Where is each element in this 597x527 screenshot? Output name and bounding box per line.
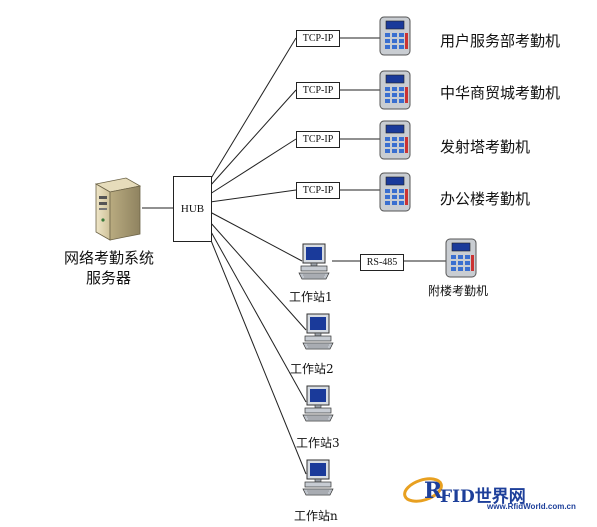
attendance-terminal-icon [445, 238, 477, 278]
tcp-label: TCP-IP [302, 185, 334, 196]
attendance-terminal-icon [379, 16, 411, 56]
tcp-box-1: TCP-IP [296, 30, 340, 47]
hub-wsn-link [209, 237, 307, 475]
watermark-brand-r: R [424, 478, 443, 504]
workstation-icon [302, 459, 334, 496]
workstation-icon [298, 243, 330, 280]
hub-box: HUB [173, 176, 212, 242]
workstation-label-n: 工作站n [294, 509, 338, 523]
tcp-label: TCP-IP [302, 134, 334, 145]
tcp-box-4: TCP-IP [296, 182, 340, 199]
tcp-box-2: TCP-IP [296, 82, 340, 99]
tcp-label: TCP-IP [302, 33, 334, 44]
server-icon [94, 177, 142, 241]
hub-tcp2-link [209, 89, 297, 187]
terminal-label-1: 用户服务部考勤机 [440, 32, 561, 50]
hub-tcp1-link [209, 37, 297, 181]
annex-terminal-label: 附楼考勤机 [428, 284, 489, 298]
workstation-label-2: 工作站2 [290, 362, 334, 376]
tcp-box-3: TCP-IP [296, 131, 340, 148]
watermark-url: www.RfidWorld.com.cn [487, 502, 576, 511]
rfid-world-logo-icon [403, 477, 443, 503]
terminal-label-4: 办公楼考勤机 [440, 190, 531, 208]
hub-ws3-link [209, 229, 307, 403]
server-label-line2: 服务器 [86, 269, 132, 287]
terminal-label-3: 发射塔考勤机 [440, 138, 531, 156]
attendance-terminal-icon [379, 120, 411, 160]
workstation-label-3: 工作站3 [296, 436, 340, 450]
workstation-label-1: 工作站1 [289, 290, 333, 304]
rs485-label: RS-485 [366, 257, 398, 268]
hub-ws2-link [209, 221, 307, 331]
terminal-label-2: 中华商贸城考勤机 [440, 84, 561, 102]
watermark-brand-text: FID世界网 [440, 487, 526, 507]
workstation-icon [302, 385, 334, 422]
hub-tcp4-link [209, 189, 297, 203]
hub-tcp3-link [209, 138, 297, 195]
attendance-terminal-icon [379, 70, 411, 110]
workstation-icon [302, 313, 334, 350]
rs485-box: RS-485 [360, 254, 404, 271]
server-label-line1: 网络考勤系统 [64, 249, 155, 267]
hub-label: HUB [180, 203, 205, 215]
attendance-terminal-icon [379, 172, 411, 212]
hub-ws1-link [209, 211, 303, 262]
tcp-label: TCP-IP [302, 85, 334, 96]
